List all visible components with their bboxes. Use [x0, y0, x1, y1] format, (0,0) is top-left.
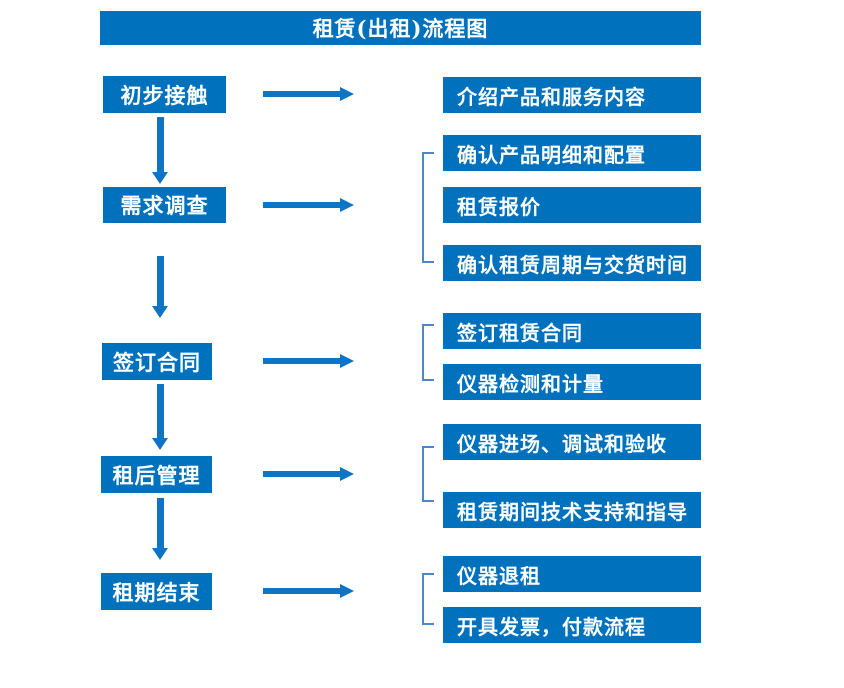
detail-box-rental-tech-support: 租赁期间技术支持和指导 [443, 492, 701, 528]
flow-arrow-down-3-icon [152, 384, 168, 450]
detail-box-confirm-period-delivery: 确认租赁周期与交货时间 [443, 245, 701, 281]
flow-arrow-right-3-icon [263, 354, 354, 368]
arrow-head [340, 87, 354, 101]
flow-arrow-right-5-icon [263, 584, 354, 598]
arrow-head [340, 198, 354, 212]
arrow-head [340, 584, 354, 598]
detail-box-rental-quote: 租赁报价 [443, 187, 701, 223]
arrow-head [152, 438, 168, 450]
detail-box-instrument-setup-acceptance: 仪器进场、调试和验收 [443, 424, 701, 460]
stage-box-initial-contact: 初步接触 [103, 76, 226, 113]
arrow-head [340, 467, 354, 481]
arrow-head [152, 172, 168, 184]
arrow-shaft [263, 588, 340, 594]
detail-box-confirm-details-config: 确认产品明细和配置 [443, 135, 701, 171]
arrow-shaft [263, 358, 340, 364]
detail-box-instrument-inspection: 仪器检测和计量 [443, 364, 701, 400]
detail-box-instrument-return: 仪器退租 [443, 556, 701, 592]
arrow-shaft [156, 384, 164, 438]
flow-arrow-right-2-icon [263, 198, 354, 212]
flowchart-title: 租赁(出租)流程图 [100, 11, 701, 45]
flow-arrow-down-4-icon [152, 498, 168, 560]
stage-box-demand-survey: 需求调查 [103, 187, 226, 223]
stage-box-rental-end: 租期结束 [101, 573, 212, 610]
flow-arrow-down-1-icon [152, 117, 168, 184]
stage-box-sign-contract: 签订合同 [102, 343, 212, 380]
arrow-shaft [263, 202, 340, 208]
flow-arrow-right-4-icon [263, 467, 354, 481]
detail-box-sign-rental-contract: 签订租赁合同 [443, 313, 701, 349]
stage-box-post-rental-management: 租后管理 [101, 456, 212, 493]
arrow-head [152, 306, 168, 318]
arrow-shaft [156, 256, 164, 306]
detail-box-invoice-payment: 开具发票，付款流程 [443, 607, 701, 643]
arrow-head [340, 354, 354, 368]
arrow-shaft [263, 91, 340, 97]
group-bracket-stage-2 [422, 152, 434, 263]
arrow-shaft [263, 471, 340, 477]
arrow-head [152, 548, 168, 560]
arrow-shaft [156, 498, 164, 548]
group-bracket-stage-4 [422, 446, 434, 502]
flow-arrow-down-2-icon [152, 256, 168, 318]
detail-box-introduce-services: 介绍产品和服务内容 [443, 77, 701, 113]
group-bracket-stage-5 [422, 573, 434, 625]
flow-arrow-right-1-icon [263, 87, 354, 101]
arrow-shaft [156, 117, 164, 172]
group-bracket-stage-3 [422, 324, 434, 381]
